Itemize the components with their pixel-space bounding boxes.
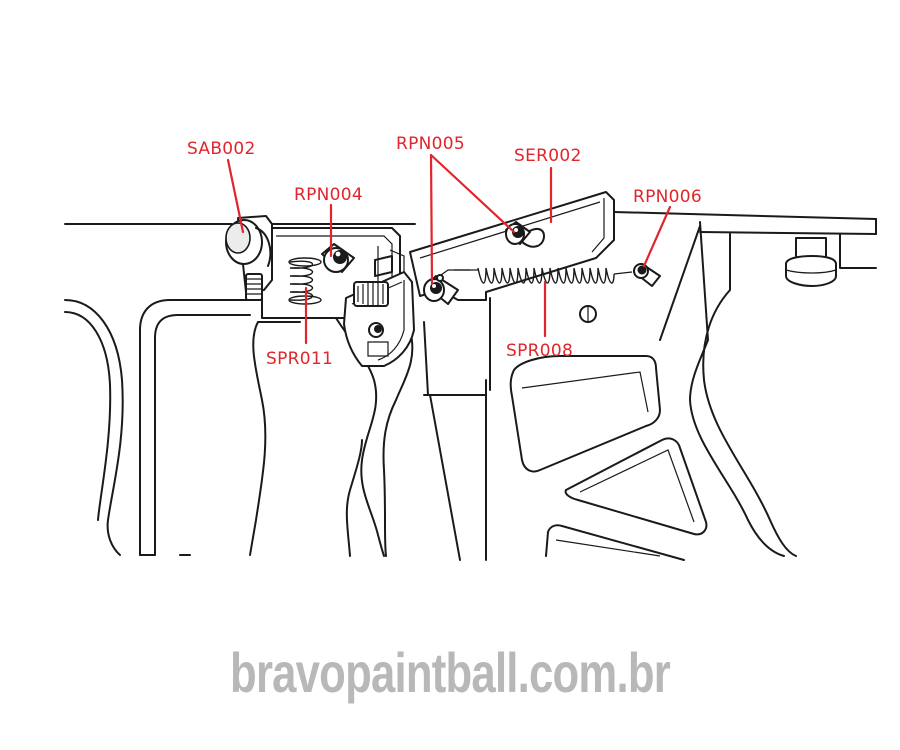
leader-sab002 bbox=[226, 158, 245, 234]
label-spr011: SPR011 bbox=[266, 349, 333, 369]
watermark-text: bravopaintball.com.br bbox=[230, 641, 671, 704]
pin-rpn006 bbox=[633, 263, 661, 287]
label-spr008: SPR008 bbox=[506, 341, 573, 361]
label-rpn006: RPN006 bbox=[633, 187, 702, 207]
label-rpn005: RPN005 bbox=[396, 134, 465, 154]
pin-rpn005-upper bbox=[505, 221, 531, 245]
leader-rpn005-a bbox=[429, 153, 516, 234]
pin-rpn005-lower bbox=[423, 269, 470, 305]
label-ser002: SER002 bbox=[514, 146, 582, 166]
leader-rpn005-b bbox=[429, 153, 434, 286]
leader-rpn006 bbox=[642, 205, 672, 268]
trigger bbox=[343, 271, 415, 367]
safety-button-sab002 bbox=[225, 215, 273, 301]
part-labels: SAB002 RPN004 RPN005 SER002 RPN006 SPR01… bbox=[187, 134, 702, 369]
label-sab002: SAB002 bbox=[187, 139, 256, 159]
spring-spr008 bbox=[454, 267, 633, 323]
label-rpn004: RPN004 bbox=[294, 185, 363, 205]
leader-lines bbox=[226, 153, 672, 345]
